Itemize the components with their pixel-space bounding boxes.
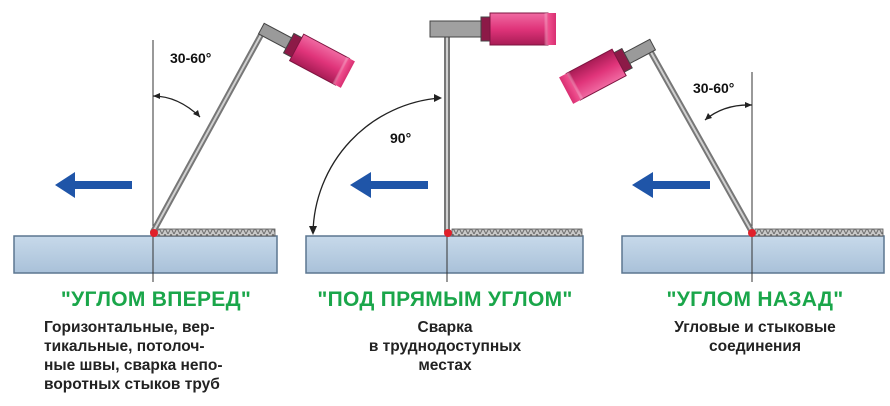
direction-arrow — [632, 172, 710, 198]
electrode-holder — [559, 38, 657, 104]
metal-plate — [621, 235, 885, 274]
panel-forward — [13, 22, 355, 282]
direction-arrow — [55, 172, 132, 198]
title-perpendicular: "ПОД ПРЯМЫМ УГЛОМ" — [317, 288, 573, 311]
angle-arc — [152, 95, 201, 118]
angle-label-backward: 30-60° — [693, 80, 735, 96]
weld-point — [150, 229, 158, 237]
weld-point — [748, 229, 756, 237]
title-forward: "УГЛОМ ВПЕРЕД" — [60, 288, 252, 311]
weld-seam — [451, 228, 583, 237]
angle-arc — [704, 104, 753, 121]
direction-arrow — [350, 172, 428, 198]
panel-perpendicular — [305, 12, 584, 282]
angle-label-forward: 30-60° — [170, 50, 212, 66]
description-perpendicular: Сварка в труднодоступных местах — [368, 319, 522, 374]
description-forward: Горизонтальные, вер- тикальные, потолоч-… — [44, 319, 223, 393]
weld-seam — [154, 228, 276, 237]
weld-point — [444, 229, 452, 237]
metal-plate — [305, 235, 584, 274]
title-backward: "УГЛОМ НАЗАД" — [666, 288, 844, 311]
electrode-holder — [257, 22, 355, 88]
electrode-holder — [429, 12, 556, 46]
description-backward: Угловые и стыковые соединения — [674, 319, 836, 355]
panel-backward — [559, 38, 885, 282]
angle-arc — [312, 97, 441, 234]
metal-plate — [13, 235, 278, 274]
angle-label-perpendicular: 90° — [390, 130, 412, 146]
weld-seam — [754, 228, 884, 237]
